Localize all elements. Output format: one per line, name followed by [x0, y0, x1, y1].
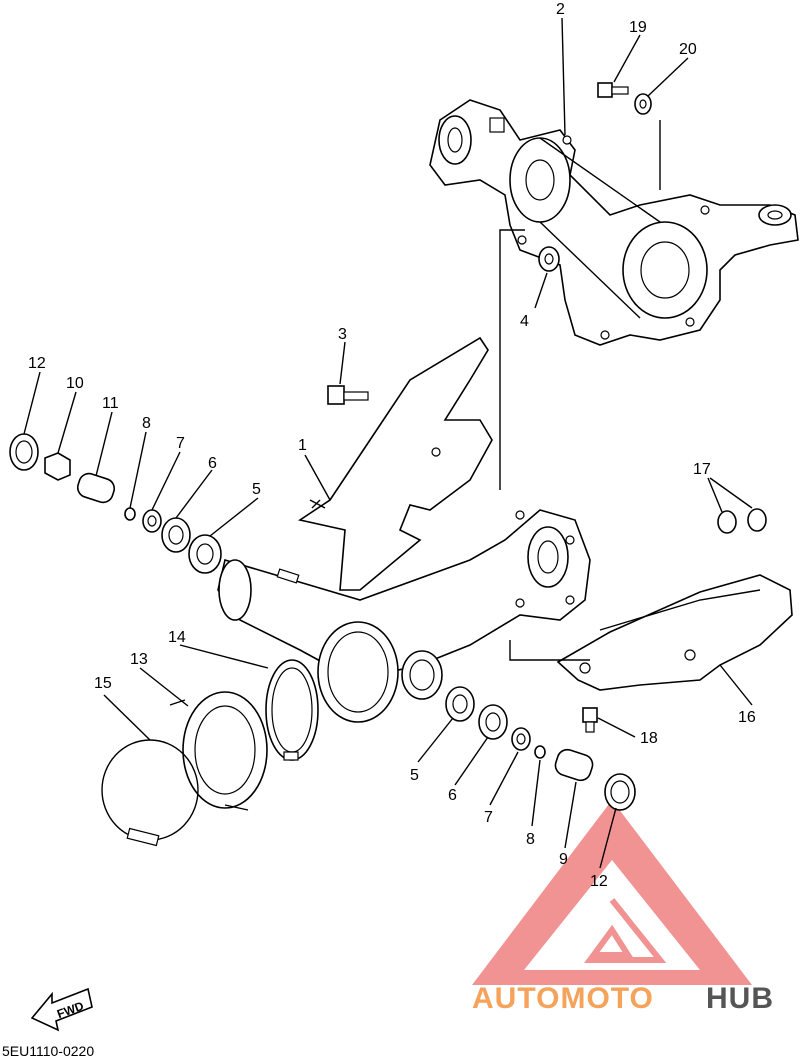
part-label-6: 6 — [208, 455, 217, 472]
part-label-13: 13 — [130, 651, 148, 668]
part-label-10: 10 — [66, 375, 84, 392]
bolt-3-part — [327, 385, 369, 405]
boot-13-part — [169, 691, 268, 811]
part-label-14: 14 — [168, 629, 186, 646]
part-label-8b: 8 — [526, 831, 535, 848]
swingarm-body-part — [217, 336, 591, 723]
part-label-12b: 12 — [590, 873, 608, 890]
part-label-11: 11 — [102, 395, 119, 412]
diagram-code: 5EU1110-0220 — [2, 1043, 94, 1059]
washer-20-part — [634, 93, 652, 115]
cap-17-part — [717, 508, 767, 534]
collar-4-part — [538, 246, 560, 272]
part-label-20: 20 — [679, 41, 697, 58]
guard-16-part — [556, 574, 793, 691]
leader-lines — [23, 17, 753, 869]
left-bearing-stack — [9, 433, 222, 574]
part-label-19: 19 — [629, 19, 647, 36]
part-labels: 2 19 20 4 3 12 10 11 8 7 6 5 1 17 14 13 … — [28, 1, 756, 890]
part-label-16: 16 — [738, 709, 756, 726]
part-label-1: 1 — [298, 437, 307, 454]
part-label-5b: 5 — [410, 767, 419, 784]
watermark-logo — [472, 800, 752, 985]
right-bearing-stack — [445, 686, 636, 811]
part-label-18: 18 — [640, 730, 658, 747]
fwd-arrow-icon: FWD — [30, 987, 93, 1032]
part-label-15: 15 — [94, 675, 112, 692]
part-label-8: 8 — [142, 415, 151, 432]
part-label-6b: 6 — [448, 787, 457, 804]
part-label-17: 17 — [693, 461, 711, 478]
watermark-part2: HUB — [706, 982, 774, 1015]
part-label-9: 9 — [559, 851, 568, 868]
part-label-4: 4 — [520, 313, 529, 330]
bolt-18-part — [582, 707, 598, 733]
watermark-part1: AUTOMOTO — [472, 982, 654, 1015]
part-label-12: 12 — [28, 355, 46, 372]
oring-14-part — [265, 659, 319, 761]
part-label-7: 7 — [176, 435, 185, 452]
part-label-7b: 7 — [484, 809, 493, 826]
watermark-text: AUTOMOTO HUB — [472, 982, 774, 1015]
part-label-3: 3 — [338, 326, 347, 343]
bolt-19-part — [597, 82, 629, 98]
part-label-5: 5 — [252, 481, 261, 498]
axle-housing-part — [429, 99, 799, 346]
part-label-2: 2 — [556, 1, 565, 18]
